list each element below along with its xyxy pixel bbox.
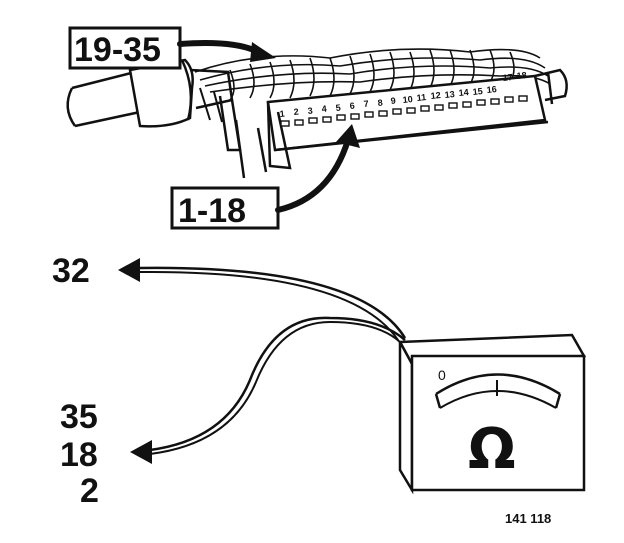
wire-label-32: 32 [52, 252, 90, 290]
callout-1-18: 1-18 [170, 186, 280, 230]
meter-zero-label: 0 [438, 367, 446, 383]
pin-number: 9 [390, 96, 396, 106]
arrow-1-18-head [336, 124, 360, 148]
test-lead-upper [139, 266, 407, 339]
pin-number: 7 [363, 99, 369, 109]
pin-number: 10 [402, 94, 413, 105]
pin-number: 1 [279, 109, 285, 119]
pin-number: 16 [486, 84, 497, 95]
test-lead-lower-inner [149, 320, 401, 455]
ohm-symbol: Ω [468, 417, 516, 482]
pin-number: 5 [335, 103, 341, 113]
test-lead-upper-inner [139, 270, 399, 341]
pin-number: 15 [472, 86, 483, 97]
callout-19-35-label: 19-35 [74, 31, 161, 69]
callout-19-35: 19-35 [68, 26, 182, 70]
test-lead-lower [149, 316, 406, 452]
wire-label-2: 2 [80, 472, 99, 510]
test-lead-upper-arrowhead [118, 258, 140, 282]
pin-slot-row [280, 95, 528, 127]
pin-number: 13 [444, 89, 455, 100]
ohmmeter [397, 333, 587, 495]
wire-label-18: 18 [60, 436, 98, 474]
pin-number: 12 [430, 90, 441, 101]
pin-number: 2 [293, 107, 299, 117]
wire-label-35: 35 [60, 398, 98, 436]
pin-number: 17 [502, 72, 513, 83]
arrow-1-18 [275, 137, 351, 213]
pin-number: 14 [458, 87, 469, 98]
pin-number: 3 [307, 106, 313, 116]
arrow-19-35-head [250, 42, 276, 62]
pin-number: 11 [416, 92, 427, 103]
pin-number: 8 [377, 98, 383, 108]
arrow-19-35 [177, 40, 261, 55]
pin-number: 18 [516, 70, 527, 81]
test-lead-lower-arrowhead [130, 440, 152, 464]
callout-1-18-label: 1-18 [178, 192, 246, 230]
pin-number: 4 [321, 104, 327, 114]
pin-number: 6 [349, 101, 355, 111]
pin-number-labels: 1 2 3 4 5 6 7 8 9 10 11 12 13 14 15 16 1… [279, 70, 527, 119]
figure-reference: 141 118 [505, 511, 551, 526]
